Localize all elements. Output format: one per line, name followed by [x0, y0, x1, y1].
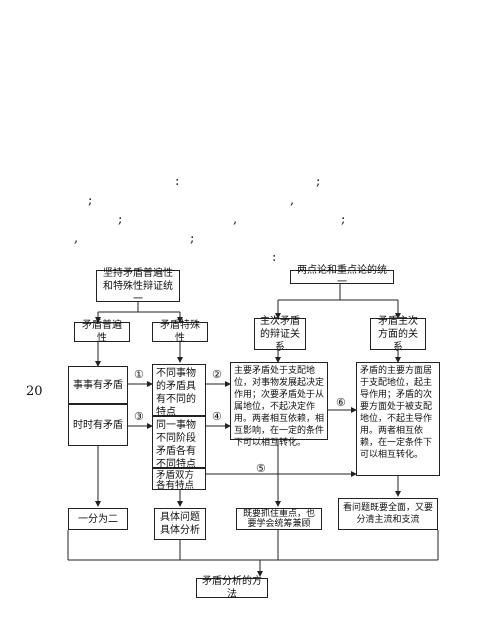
page-number: 20	[26, 384, 43, 399]
comprehensive-box: 看问题既要全面，又要分清主流和支流	[338, 498, 438, 530]
aspect-description-box: 矛盾的主要方面居于支配地位，起主导作用；矛盾的次要方面处于被支配地位，不起主导作…	[356, 362, 440, 476]
marker-3: ③	[134, 410, 144, 423]
two-aspects-box: 矛盾双方各有特点	[152, 468, 206, 491]
method-box: 矛盾分析的方法	[196, 576, 268, 600]
stray-punct: :	[175, 174, 180, 189]
same-thing-stages-box: 同一事物不同阶段矛盾各有不同特点	[152, 416, 206, 470]
diff-things-box: 不同事物的矛盾具有不同的特点	[152, 364, 206, 418]
stray-punct: :	[272, 250, 277, 265]
marker-5: ⑤	[256, 462, 266, 475]
always-has-box: 时时有矛盾	[68, 404, 128, 446]
stray-punct: ;	[190, 231, 195, 246]
universality-box: 矛盾普遍性	[74, 320, 130, 344]
stray-punct: ,	[233, 212, 238, 227]
everything-has-box: 事事有矛盾	[68, 366, 128, 404]
stray-punct: ;	[316, 174, 321, 189]
marker-2: ②	[212, 368, 222, 381]
primary-secondary-relation-box: 主次矛盾的辩证关系	[254, 316, 306, 353]
marker-1: ①	[134, 368, 144, 381]
focus-overall-box: 既要抓住重点，也要学会统筹兼顾	[236, 508, 322, 530]
aspect-relation-box: 矛盾主次方面的关系	[370, 316, 426, 353]
left-top-box: 坚持矛盾普遍性和特殊性辩证统一	[96, 268, 180, 305]
primary-description-box: 主要矛盾处于支配地位，对事物发展起决定作用；次要矛盾处于从属地位，不起决定作用。…	[230, 362, 328, 448]
stray-punct: ;	[88, 193, 93, 208]
one-into-two-box: 一分为二	[68, 508, 128, 530]
stray-punct: ;	[118, 212, 123, 227]
stray-punct: ;	[341, 212, 346, 227]
stray-punct: ,	[74, 231, 79, 246]
particularity-box: 矛盾特殊性	[152, 320, 208, 344]
concrete-analysis-box: 具体问题具体分析	[154, 508, 206, 540]
marker-6: ⑥	[336, 396, 346, 409]
marker-4: ④	[212, 410, 222, 423]
stray-punct: ,	[290, 193, 295, 208]
right-top-box: 两点论和重点论的统一	[290, 265, 394, 288]
